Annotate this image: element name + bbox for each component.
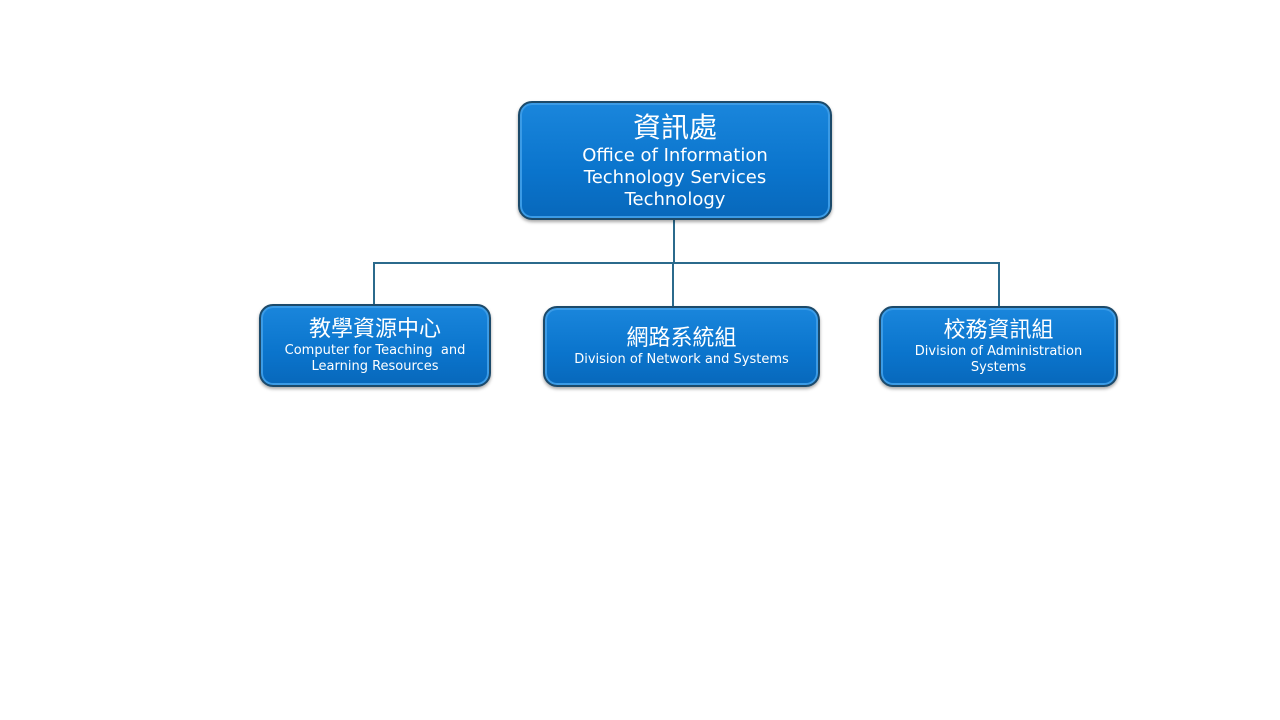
node-title-en-line: Systems xyxy=(970,359,1027,375)
node-title-zh: 校務資訊組 xyxy=(943,317,1054,343)
node-title-zh: 教學資源中心 xyxy=(308,316,441,342)
connector-child-2 xyxy=(672,262,674,307)
node-title-en-line: Technology Services xyxy=(583,166,767,188)
node-title-en-line: Computer for Teaching and xyxy=(284,342,466,358)
org-node-teaching-resources: 教學資源中心 Computer for Teaching and Learnin… xyxy=(259,304,491,387)
node-title-en-line: Division of Administration xyxy=(914,343,1083,359)
node-title-en-line: Learning Resources xyxy=(311,358,439,374)
node-title-zh: 網路系統組 xyxy=(626,325,737,351)
connector-child-1 xyxy=(373,262,375,305)
node-title-en-line: Division of Network and Systems xyxy=(574,351,789,367)
node-title-zh: 資訊處 xyxy=(632,110,717,144)
connector-child-3 xyxy=(998,262,1000,307)
connector-horizontal xyxy=(373,262,1000,264)
connector-root-down xyxy=(673,219,675,264)
node-title-en-line: Office of Information xyxy=(582,144,768,166)
node-title-en-line: Technology xyxy=(624,188,726,210)
org-node-network-systems: 網路系統組 Division of Network and Systems xyxy=(543,306,820,387)
org-node-root: 資訊處 Office of Information Technology Ser… xyxy=(518,101,832,220)
org-node-administration-systems: 校務資訊組 Division of Administration Systems xyxy=(879,306,1118,387)
